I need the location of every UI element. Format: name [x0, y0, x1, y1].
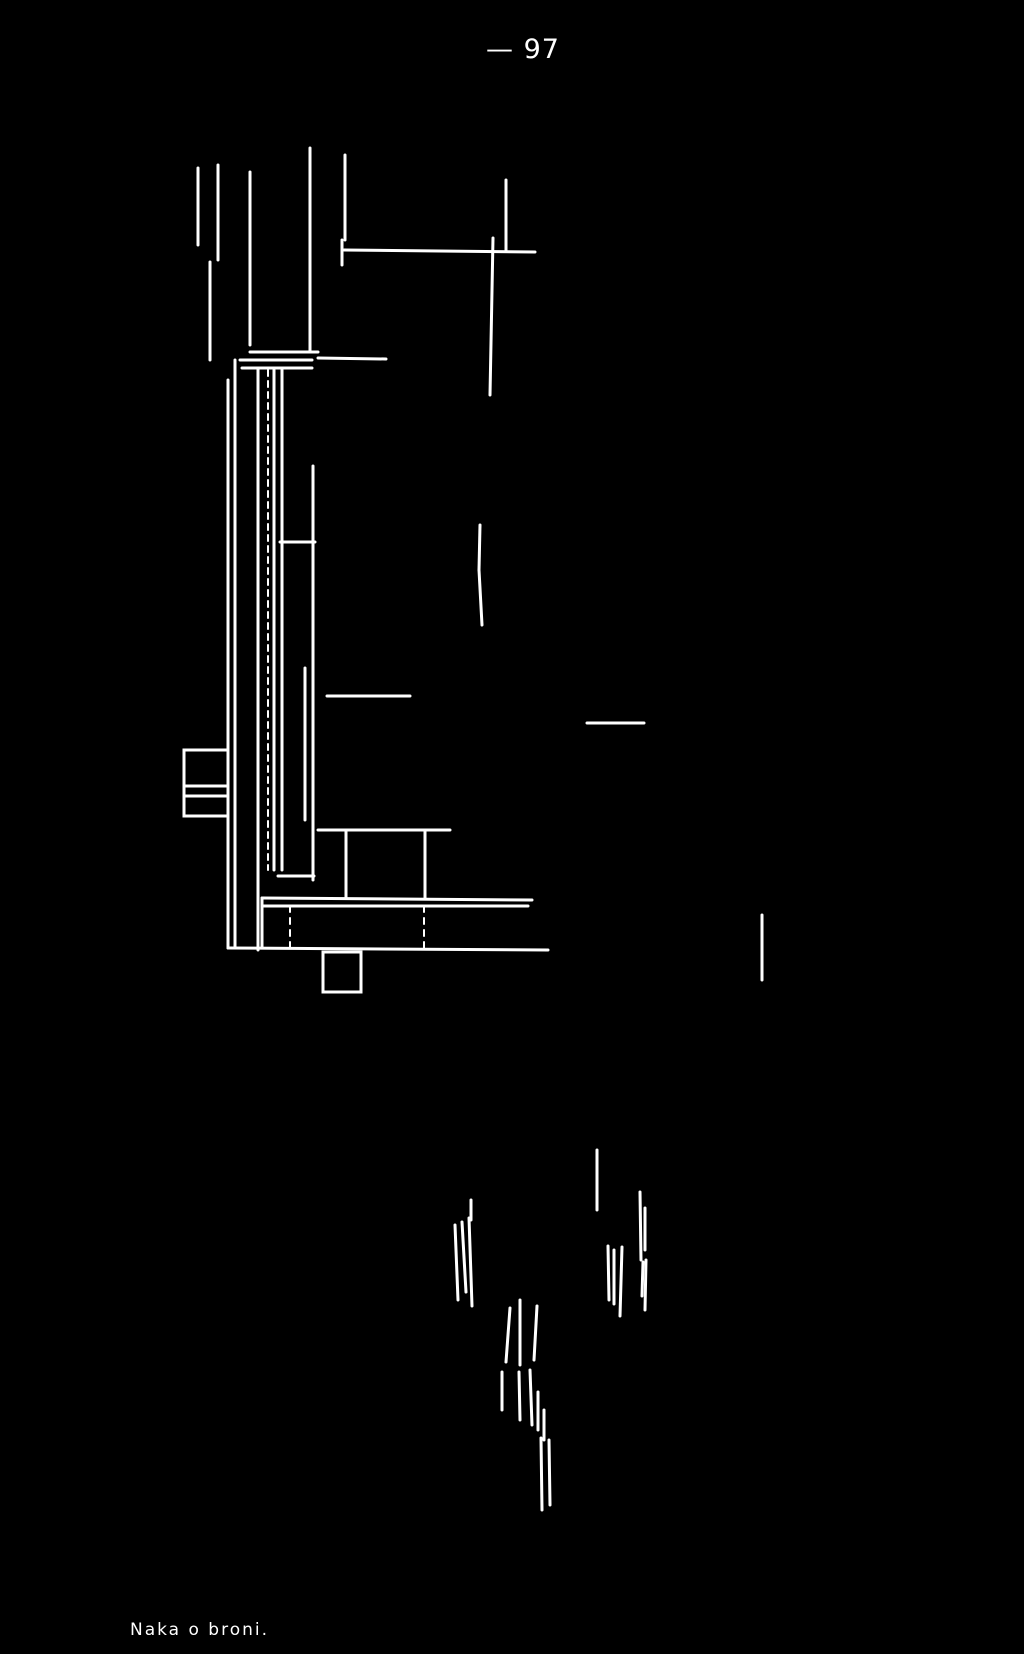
receiver-body: [226, 358, 550, 952]
lower-bracket: [260, 828, 534, 950]
figure-caption: Naka o broni.: [130, 1620, 270, 1640]
middle-strokes: [325, 523, 764, 982]
dashed-bracket-legs: [289, 905, 425, 949]
bottom-block: [321, 950, 363, 994]
upper-vertical-strokes: [196, 146, 508, 397]
upper-horizontal-strokes: [238, 248, 537, 370]
left-block: [182, 748, 230, 818]
page-number: — 97: [486, 34, 560, 65]
lower-scatter-strokes: [453, 1148, 648, 1512]
